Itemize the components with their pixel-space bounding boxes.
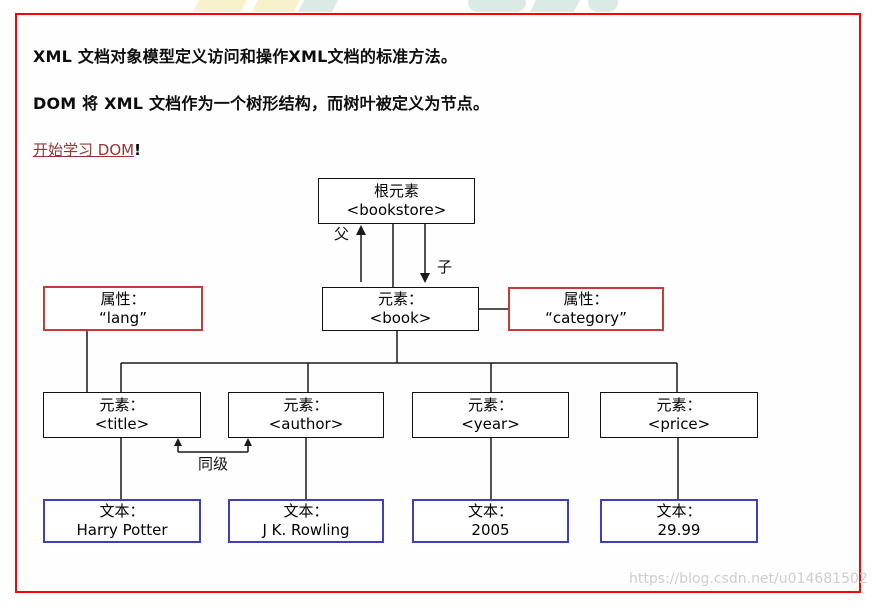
- node-title: 属性：: [100, 289, 146, 308]
- background-shape: [468, 0, 526, 12]
- background-shape: [297, 0, 339, 12]
- node-text-2005: 文本： 2005: [412, 499, 569, 543]
- node-element-price: 元素： <price>: [600, 392, 758, 438]
- node-text-harry-potter: 文本： Harry Potter: [43, 499, 201, 543]
- node-root-bookstore: 根元素 <bookstore>: [318, 178, 475, 224]
- node-title: 元素：: [99, 396, 145, 414]
- node-code: <author>: [268, 415, 344, 433]
- node-code: <title>: [94, 415, 150, 433]
- background-shape: [192, 0, 248, 12]
- csdn-watermark: https://blog.csdn.net/u014681502: [629, 571, 868, 587]
- node-code: <price>: [647, 415, 711, 433]
- node-code: “category”: [545, 309, 627, 327]
- node-title: 元素：: [467, 396, 513, 414]
- node-attribute-lang: 属性： “lang”: [43, 286, 203, 331]
- background-shape: [588, 0, 618, 12]
- intro-paragraph-1: XML 文档对象模型定义访问和操作XML文档的标准方法。: [33, 47, 458, 66]
- node-title: 元素：: [283, 396, 329, 414]
- node-title: 元素：: [656, 396, 702, 414]
- node-text-2999: 文本： 29.99: [600, 499, 758, 543]
- node-code: <year>: [461, 415, 520, 433]
- node-code: “lang”: [99, 308, 147, 327]
- node-title: 根元素: [373, 182, 419, 200]
- exclamation: !: [134, 141, 141, 159]
- node-title: 文本：: [467, 502, 513, 520]
- background-shape: [251, 0, 301, 12]
- node-title: 元素：: [377, 290, 423, 308]
- node-code: 2005: [471, 521, 510, 539]
- child-label: 子: [437, 258, 453, 276]
- node-element-author: 元素： <author>: [228, 392, 384, 438]
- node-element-title: 元素： <title>: [43, 392, 201, 438]
- node-title: 文本：: [283, 502, 329, 520]
- node-element-book: 元素： <book>: [322, 287, 479, 331]
- start-learning-line: 开始学习 DOM!: [33, 139, 141, 160]
- node-attribute-category: 属性： “category”: [508, 287, 664, 331]
- node-text-rowling: 文本： J K. Rowling: [228, 499, 384, 543]
- node-title: 文本：: [99, 502, 145, 520]
- intro-paragraph-2: DOM 将 XML 文档作为一个树形结构，而树叶被定义为节点。: [33, 94, 490, 113]
- sibling-label: 同级: [197, 455, 228, 473]
- node-code: 29.99: [657, 521, 701, 539]
- node-code: Harry Potter: [76, 521, 168, 539]
- parent-label: 父: [334, 225, 350, 243]
- node-code: J K. Rowling: [262, 521, 350, 539]
- node-title: 文本：: [656, 502, 702, 520]
- start-dom-link[interactable]: 开始学习 DOM: [33, 141, 135, 159]
- node-element-year: 元素： <year>: [412, 392, 569, 438]
- node-title: 属性：: [563, 290, 609, 308]
- background-shape: [529, 0, 581, 12]
- node-code: <book>: [369, 309, 432, 327]
- node-code: <bookstore>: [346, 201, 447, 219]
